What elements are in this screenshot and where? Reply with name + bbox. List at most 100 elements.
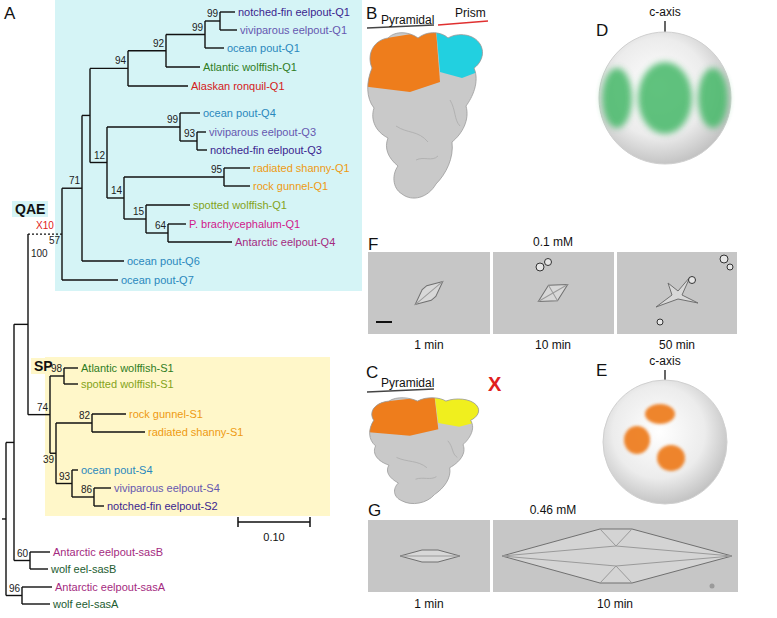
tree-branch [92, 431, 145, 432]
tree-branch [91, 414, 92, 432]
tree-branch [92, 413, 126, 414]
tree-branch [146, 204, 190, 205]
bootstrap-value: 14 [111, 186, 122, 196]
concentration-label: 0.46 mM [530, 504, 577, 516]
figure-part [536, 263, 544, 271]
bootstrap-value: 99 [207, 9, 218, 19]
protein-surface [364, 395, 484, 504]
face-underline [367, 389, 434, 392]
tree-branch [63, 368, 64, 384]
tree-branch [90, 68, 128, 69]
tree-branch [6, 442, 14, 443]
bootstrap-value: 71 [69, 176, 80, 186]
figure-part [603, 380, 727, 504]
tree-branch [30, 568, 48, 569]
figure-part [602, 62, 728, 134]
figure-part [536, 255, 733, 325]
tree-branch [89, 68, 90, 162]
figure-part [411, 276, 448, 310]
tree-branch [13, 324, 14, 560]
tree-branch [167, 224, 168, 242]
tree-branch [22, 586, 52, 587]
figure-part [657, 319, 663, 325]
tree-branch [165, 35, 166, 68]
figure-part [400, 556, 460, 557]
figure-part [657, 445, 685, 471]
tree-branch [204, 21, 205, 48]
tree-branch [168, 223, 186, 224]
tree-branch [168, 241, 232, 242]
figure-part [599, 32, 731, 164]
leaf-label: radiated shanny-S1 [148, 427, 243, 438]
figure-part [534, 277, 572, 310]
figure-part [534, 277, 572, 310]
tree-branch [166, 66, 200, 67]
face-underline [438, 21, 488, 25]
figure-part [602, 68, 632, 128]
tree-branch [64, 383, 78, 384]
leaf-label: ocean pout-Q1 [227, 43, 300, 54]
tree-branch [90, 162, 107, 163]
figure-part [362, 28, 488, 92]
time-label: 1 min [414, 339, 443, 351]
tree-branch [128, 85, 188, 86]
bootstrap-value: 15 [133, 207, 144, 217]
time-label: 10 min [535, 339, 571, 351]
tree-branch [61, 188, 62, 280]
leaf-label: notched-fin eelpout-Q1 [238, 7, 350, 18]
tree-branch [62, 188, 82, 189]
face-label: Prism [455, 7, 486, 19]
figure-part [493, 520, 738, 592]
tree-branch [64, 367, 78, 368]
figure-part [656, 277, 698, 307]
tree-branch [81, 115, 82, 261]
leaf-label: viviparous eelpout-S4 [114, 483, 220, 494]
figure-part [698, 68, 728, 128]
figure-part [638, 62, 692, 134]
tree-branch [224, 167, 250, 168]
figure-part [710, 584, 715, 589]
tree-branch [128, 50, 166, 51]
tree-branch [72, 496, 94, 497]
panel-letter: A [4, 5, 15, 22]
tree-branch [28, 233, 62, 234]
figure-part [362, 30, 440, 92]
bootstrap-value: 98 [51, 364, 62, 374]
leaf-label: notched-fin eelpout-S2 [107, 501, 218, 512]
tree-branch [180, 112, 200, 113]
axis-label: c-axis [649, 6, 680, 18]
bootstrap-value: 12 [94, 151, 105, 161]
figure-part [624, 426, 650, 454]
figure-part [368, 520, 490, 592]
figure-part [238, 517, 310, 527]
figure-part [400, 550, 460, 562]
bootstrap-value: 64 [155, 221, 166, 231]
figure-part [720, 255, 728, 263]
bootstrap-value: 82 [79, 411, 90, 421]
figure-part [364, 396, 438, 436]
tree-branch [62, 279, 118, 280]
figure-part [664, 21, 666, 32]
leaf-label: Antarctic eelpout-sasA [55, 582, 165, 593]
figure-part [370, 398, 479, 504]
figure-part [411, 276, 448, 310]
tree-branch [107, 126, 180, 127]
branch-note: X10 [36, 221, 54, 231]
tree-branch [30, 551, 50, 552]
figure-part [645, 404, 675, 424]
figure-part [502, 529, 732, 583]
tree-branch [56, 422, 92, 423]
figure-part [364, 395, 484, 436]
panel-letter: C [366, 364, 378, 381]
tree-branch [21, 587, 22, 604]
panel-letter: D [596, 22, 608, 39]
tree-branch [56, 483, 72, 484]
bootstrap-value: 74 [37, 403, 48, 413]
bootstrap-value: 93 [59, 472, 70, 482]
tree-branch [82, 260, 124, 261]
bootstrap-value: 60 [17, 549, 28, 559]
bootstrap-value: 93 [184, 129, 195, 139]
phylogenetic-tree [2, 12, 250, 604]
